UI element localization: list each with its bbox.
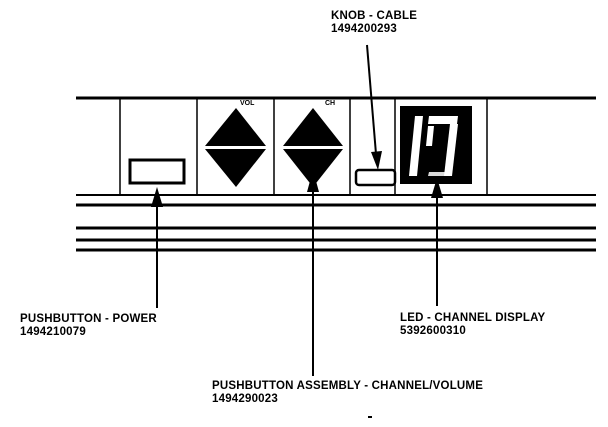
pushbutton-power-title: PUSHBUTTON - POWER [20,313,157,325]
knob-cable[interactable] [354,168,397,187]
led-arrowhead [431,178,443,198]
led-digit-seven-left [426,126,434,146]
led-channel-display-part-number: 5392600310 [400,325,466,337]
knob-cable-title: KNOB - CABLE [331,10,418,22]
channel-label: CH [325,100,335,107]
power-arrowhead [151,187,163,207]
channel-up-triangle [283,108,343,146]
pushbutton-power-part-number: 1494210079 [20,326,86,338]
channel-buttons[interactable] [283,108,343,187]
volume-buttons[interactable] [205,108,266,187]
volume-down-triangle [205,149,266,187]
assembly-arrowhead [307,170,319,192]
led-digit-one [409,116,423,176]
channel-down-triangle [283,149,343,187]
leader-arrows [151,44,443,376]
pushbutton-assembly-part-number: 1494290023 [212,393,278,405]
pushbutton-assembly-title: PUSHBUTTON ASSEMBLY - CHANNEL/VOLUME [212,380,484,392]
knob-cable-arrowhead [371,151,382,170]
callout-knob-cable: KNOB - CABLE 1494200293 [331,10,417,36]
callout-pushbutton-power: PUSHBUTTON - POWER 1494210079 [20,313,157,339]
callout-led-channel-display: LED - CHANNEL DISPLAY 5392600310 [400,312,545,338]
scan-speck [368,416,372,418]
led-digit-seven-top [428,116,458,124]
volume-up-triangle [205,108,266,146]
power-pushbutton[interactable] [128,158,186,185]
knob-cable-part-number: 1494200293 [331,23,397,35]
panel-frame [76,96,596,252]
led-dim-segment [428,172,446,176]
callout-pushbutton-assembly: PUSHBUTTON ASSEMBLY - CHANNEL/VOLUME 149… [212,380,483,406]
led-channel-display [400,106,472,184]
led-channel-display-title: LED - CHANNEL DISPLAY [400,312,546,324]
volume-label: VOL [240,100,255,107]
knob-cable-leader [366,44,377,155]
led-digit-seven-right [444,124,458,176]
